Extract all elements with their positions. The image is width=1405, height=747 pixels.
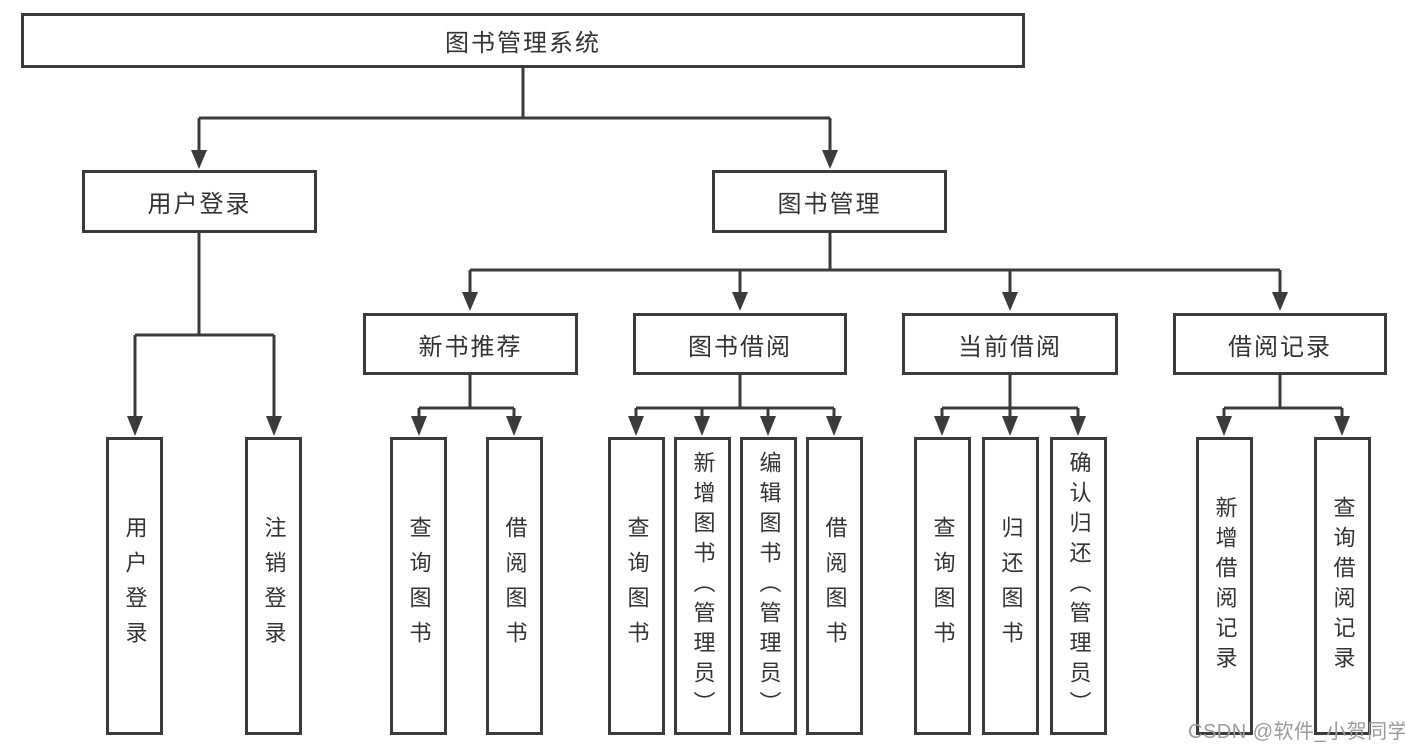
arrowhead-icon [934,416,950,436]
leaf-label: 注销登录 [261,516,287,656]
leaf-query-book-borrow: 查询图书 [608,437,665,735]
node-borrow-record: 借阅记录 [1173,313,1387,375]
leaf-borrow-book: 借阅图书 [806,437,863,735]
leaf-edit-book-admin: 编辑图书（管理员） [740,437,797,735]
node-library-management-system: 图书管理系统 [21,13,1025,68]
arrowhead-icon [694,416,710,436]
leaf-borrow-book-recommend: 借阅图书 [486,437,543,735]
node-label: 图书管理 [777,191,882,218]
node-user-login: 用户登录 [82,170,317,233]
leaf-add-book-admin: 新增图书（管理员） [674,437,731,735]
leaf-label: 查询图书 [406,516,432,656]
leaf-label: 借阅图书 [822,516,848,656]
arrowhead-icon [506,416,522,436]
arrowhead-icon [191,150,207,169]
node-book-borrow: 图书借阅 [633,313,847,375]
leaf-label: 用户登录 [122,516,148,656]
arrowhead-icon [1002,292,1018,311]
node-label: 图书借阅 [688,333,792,361]
arrowhead-icon [1002,416,1018,436]
arrowhead-icon [760,416,776,436]
arrowhead-icon [266,416,282,436]
leaf-label: 查询借阅记录 [1330,496,1356,676]
leaf-query-book-recommend: 查询图书 [390,437,447,735]
arrowhead-icon [732,292,748,311]
arrowhead-icon [628,416,644,436]
leaf-label: 编辑图书（管理员） [756,451,782,721]
node-book-management: 图书管理 [712,170,947,233]
arrowhead-icon [1272,292,1288,311]
node-label: 当前借阅 [958,333,1062,361]
node-label: 新书推荐 [418,333,523,361]
leaf-label: 查询图书 [930,516,956,656]
arrowhead-icon [822,150,838,169]
leaf-return-book: 归还图书 [982,437,1039,735]
csdn-watermark: CSDN @软件_小贺同学 [1188,721,1405,743]
leaf-user-login: 用户登录 [106,437,163,735]
arrowhead-icon [1334,416,1350,436]
arrowhead-icon [1216,416,1232,436]
leaf-confirm-return-admin: 确认归还（管理员） [1050,437,1107,735]
leaf-label: 归还图书 [998,516,1024,656]
leaf-query-book-current: 查询图书 [914,437,971,735]
leaf-label: 新增借阅记录 [1212,496,1238,676]
arrowhead-icon [1070,416,1086,436]
arrowhead-icon [411,416,427,436]
node-new-book-recommend: 新书推荐 [363,313,578,375]
node-label: 用户登录 [147,191,252,218]
node-label: 借阅记录 [1228,333,1332,361]
leaf-logout: 注销登录 [245,437,302,735]
node-label: 图书管理系统 [445,30,601,57]
leaf-label: 确认归还（管理员） [1066,451,1092,721]
arrowhead-icon [826,416,842,436]
leaf-query-borrow-record: 查询借阅记录 [1314,437,1371,735]
leaf-add-borrow-record: 新增借阅记录 [1196,437,1253,735]
leaf-label: 借阅图书 [502,516,528,656]
leaf-label: 查询图书 [624,516,650,656]
node-current-borrow: 当前借阅 [902,313,1118,375]
arrowhead-icon [462,292,478,311]
leaf-label: 新增图书（管理员） [690,451,716,721]
arrowhead-icon [127,416,143,436]
